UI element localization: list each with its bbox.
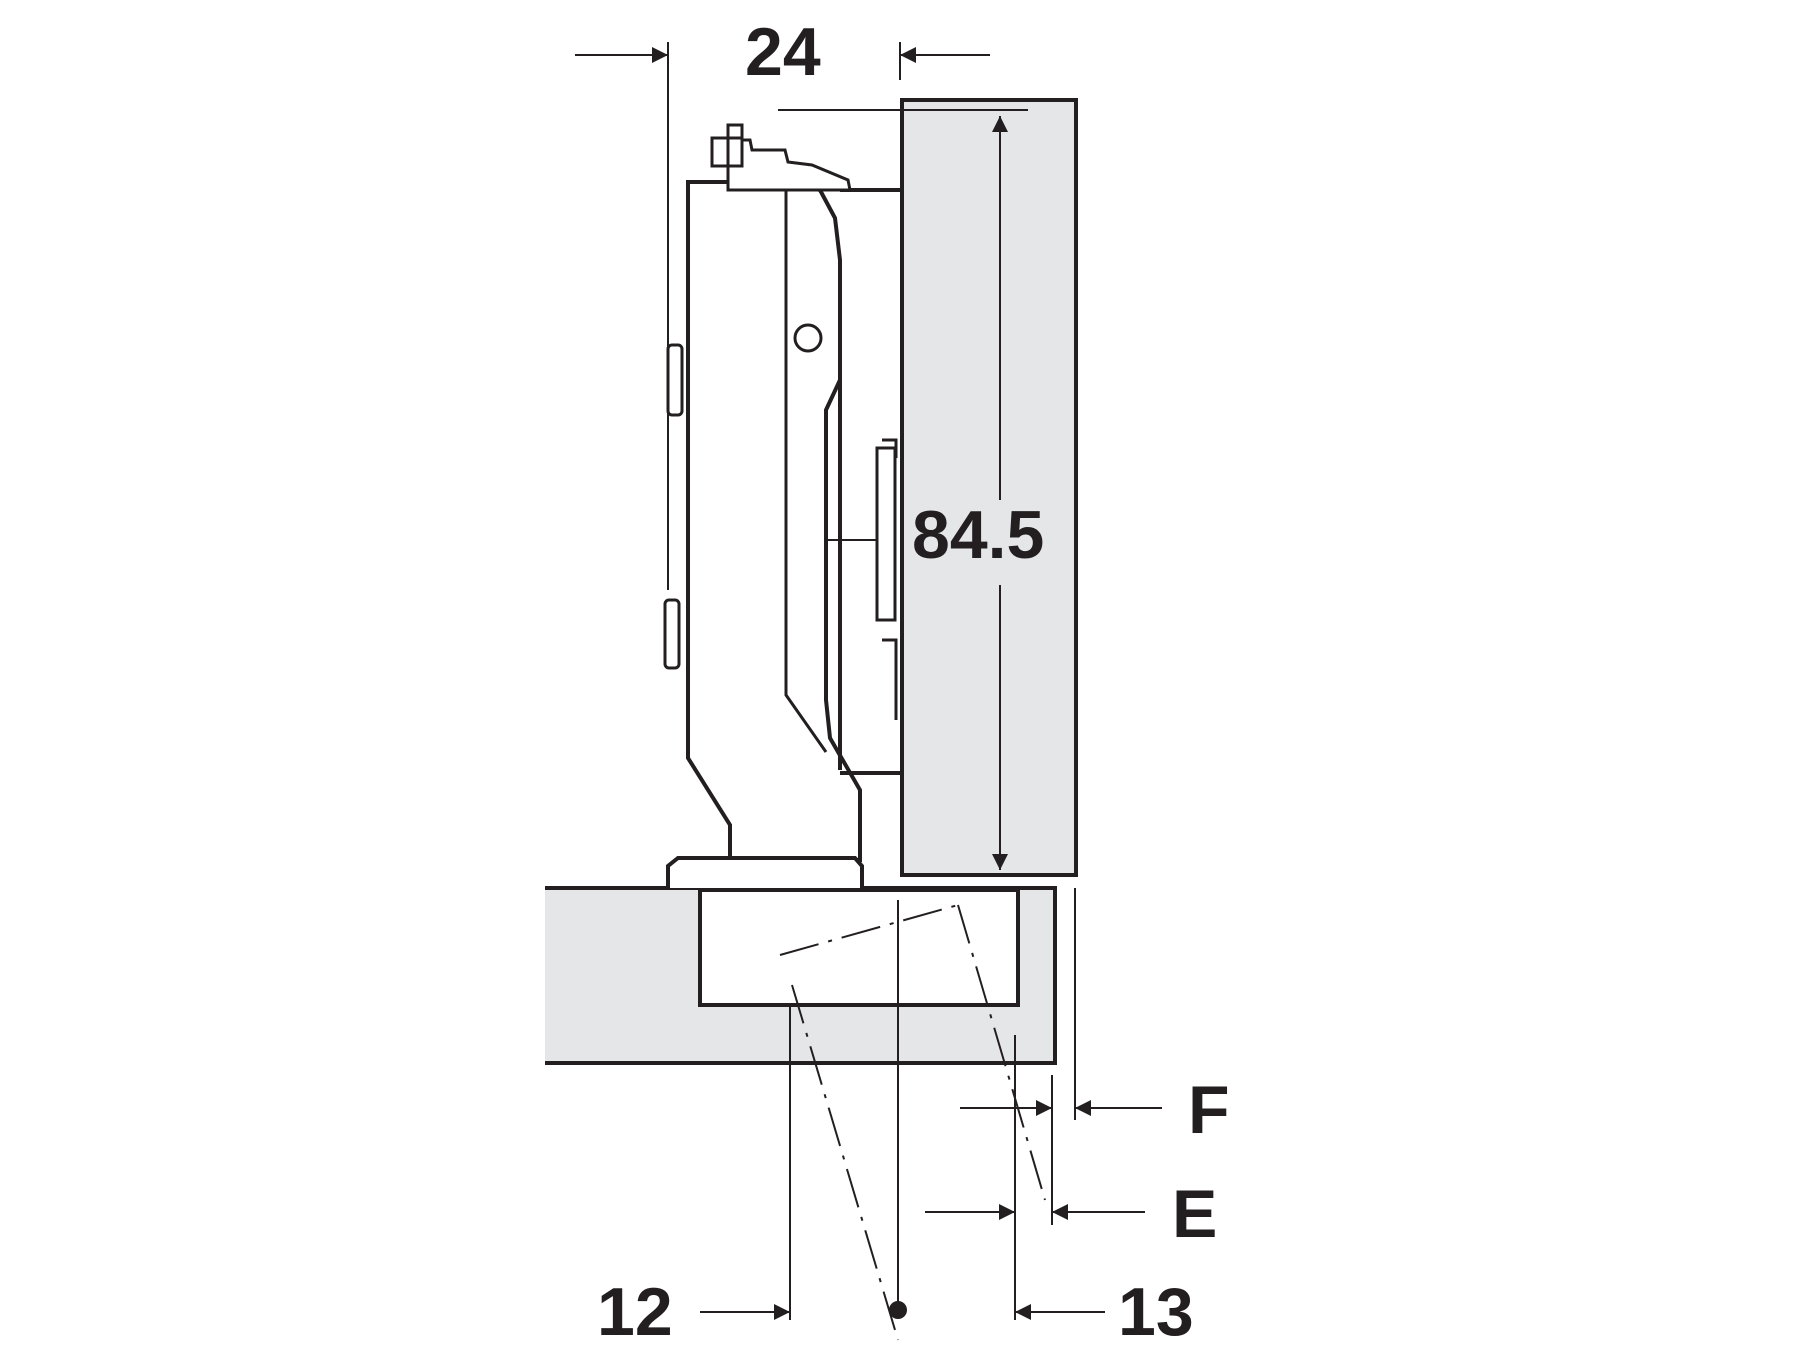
dim-24-label: 24: [745, 14, 821, 90]
dim-12-label: 12: [597, 1274, 673, 1350]
pivot-point: [889, 1301, 907, 1319]
hinge-arm: [686, 180, 862, 862]
mounting-plate: [838, 188, 900, 775]
top-cam: [726, 123, 852, 192]
dim-e-label: E: [1172, 1176, 1217, 1252]
dim-845-label: 84.5: [912, 497, 1044, 573]
door-panel: [900, 98, 1078, 877]
dim-13-label: 13: [1118, 1274, 1194, 1350]
adjustment-screw-hole: [793, 323, 823, 353]
base-plate: [666, 856, 864, 888]
dim-f-label: F: [1188, 1072, 1230, 1148]
hinge-cup: [698, 888, 1020, 1007]
